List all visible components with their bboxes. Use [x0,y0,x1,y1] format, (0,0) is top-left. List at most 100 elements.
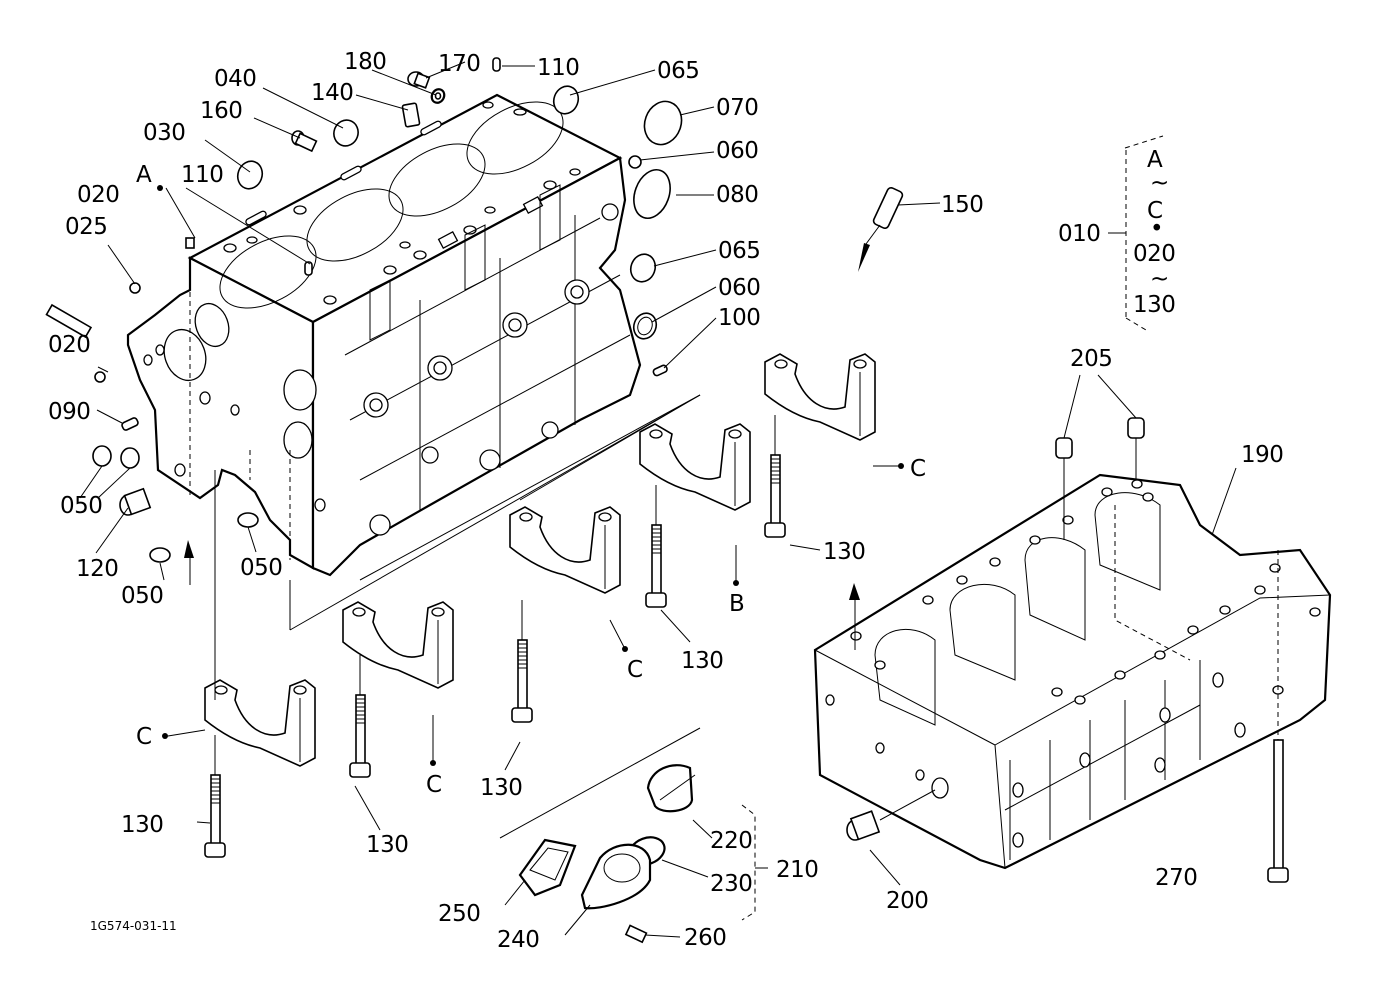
part-205-dowel [1055,417,1145,540]
ref-mark-C: C [136,724,152,750]
part-200-sleeve [846,789,936,841]
leader-line [639,151,715,161]
leader-line [661,859,709,878]
assembly-note-line: 130 [1133,292,1175,318]
part-label-025: 025 [65,214,107,240]
ref-mark-A: A [136,162,152,188]
leader-line [97,366,109,373]
part-120-sleeve [119,487,152,516]
part-label-060: 030 [143,120,185,146]
lower-crankcase [813,473,1332,870]
part-070-cap [643,100,683,146]
part-label-160: 160 [200,98,242,124]
leader-line [167,729,206,737]
part-label-130: 130 [480,775,522,801]
bolt-130 [349,655,371,778]
arrow-up-icon [184,540,194,558]
leader-line [653,249,717,267]
part-label-250: 250 [438,901,480,927]
part-110-pin [304,57,501,276]
leader-line [165,187,196,239]
part-label-090: 090 [48,399,90,425]
ref-mark-C: C [627,657,643,683]
part-180-washer [430,88,446,104]
assembly-note-line: C [1147,198,1163,224]
guide-line [519,394,701,501]
part-270-bolt [1267,550,1289,883]
reference-dots [157,185,904,766]
cylinder-bore-2 [306,188,404,262]
leader-line [97,467,131,499]
leader-line [371,69,437,96]
assembly-note-line: 020 [1133,241,1175,267]
part-150-nozzle [858,187,904,272]
part-090-pin [121,417,139,431]
part-label-205: 205 [1070,346,1112,372]
leader-line [185,187,311,265]
leader-line [425,61,466,79]
leader-line [79,465,103,499]
part-250-gasket [518,838,577,897]
part-220-cap [646,764,694,813]
bolt-130 [204,735,226,858]
part-label-020: 020 [48,332,90,358]
leader-line [660,609,691,643]
part-240-housing [580,843,652,910]
part-140-sleeve [401,102,421,128]
part-080-plug [633,168,671,220]
part-label-020: 020 [77,182,119,208]
leader-line [1097,374,1137,419]
part-label-110: 110 [537,55,579,81]
part-100-pin [652,364,668,377]
ref-mark-C: C [910,456,926,482]
leader-line [869,849,901,886]
leader-line [663,317,717,369]
bearing-cap [639,423,751,511]
bearing-cap [204,679,316,767]
part-030-plug [628,155,642,169]
bolt-130 [764,415,786,538]
part-label-260: 260 [684,925,726,951]
part-label-130: 130 [366,832,408,858]
part-label-130: 130 [823,539,865,565]
crankcase-holes [825,479,1321,848]
ref-mark-B: B [729,591,744,617]
bolt-130 [645,485,667,608]
leader-line [1211,467,1237,536]
leader-line [262,87,344,129]
part-label-200: 200 [886,888,928,914]
bearing-cap [509,506,621,594]
leader-line [609,619,626,650]
leader-line [95,507,129,554]
part-260-screw [624,924,648,944]
part-label-100: 100 [718,305,760,331]
assembly-note-line: • [1150,216,1163,242]
part-label-130: 130 [681,648,723,674]
assembly-bracket-bottom [1125,317,1147,331]
part-labels: 180 170 110 065 040 140 070 160 030 060 … [48,49,1284,953]
assembly-note-line: A [1147,147,1163,173]
guide-line [289,394,701,631]
part-label-270: 270 [1155,865,1197,891]
ref-mark-C: C [426,772,442,798]
leader-line [651,286,717,323]
leader-line [569,69,656,96]
front-face-holes [143,302,326,512]
part-160-fitting [291,130,318,153]
assembly-ref-label: 010 [1058,221,1100,247]
arrow-icon [858,243,870,272]
oil-filler-assembly [518,764,696,944]
leader-line [504,741,521,771]
leader-line [504,879,526,906]
guide-line [499,727,701,839]
part-040-cap [333,119,359,147]
block-side-face [311,156,642,577]
part-label-190: 190 [1241,442,1283,468]
part-label-040: 040 [214,66,256,92]
part-label-180: 180 [344,49,386,75]
bearing-caps [204,353,876,767]
part-label-110: 110 [181,162,223,188]
assembly-note-line: ~ [1150,266,1169,292]
subassembly-bracket [741,804,756,921]
part-label-050: 050 [60,493,102,519]
